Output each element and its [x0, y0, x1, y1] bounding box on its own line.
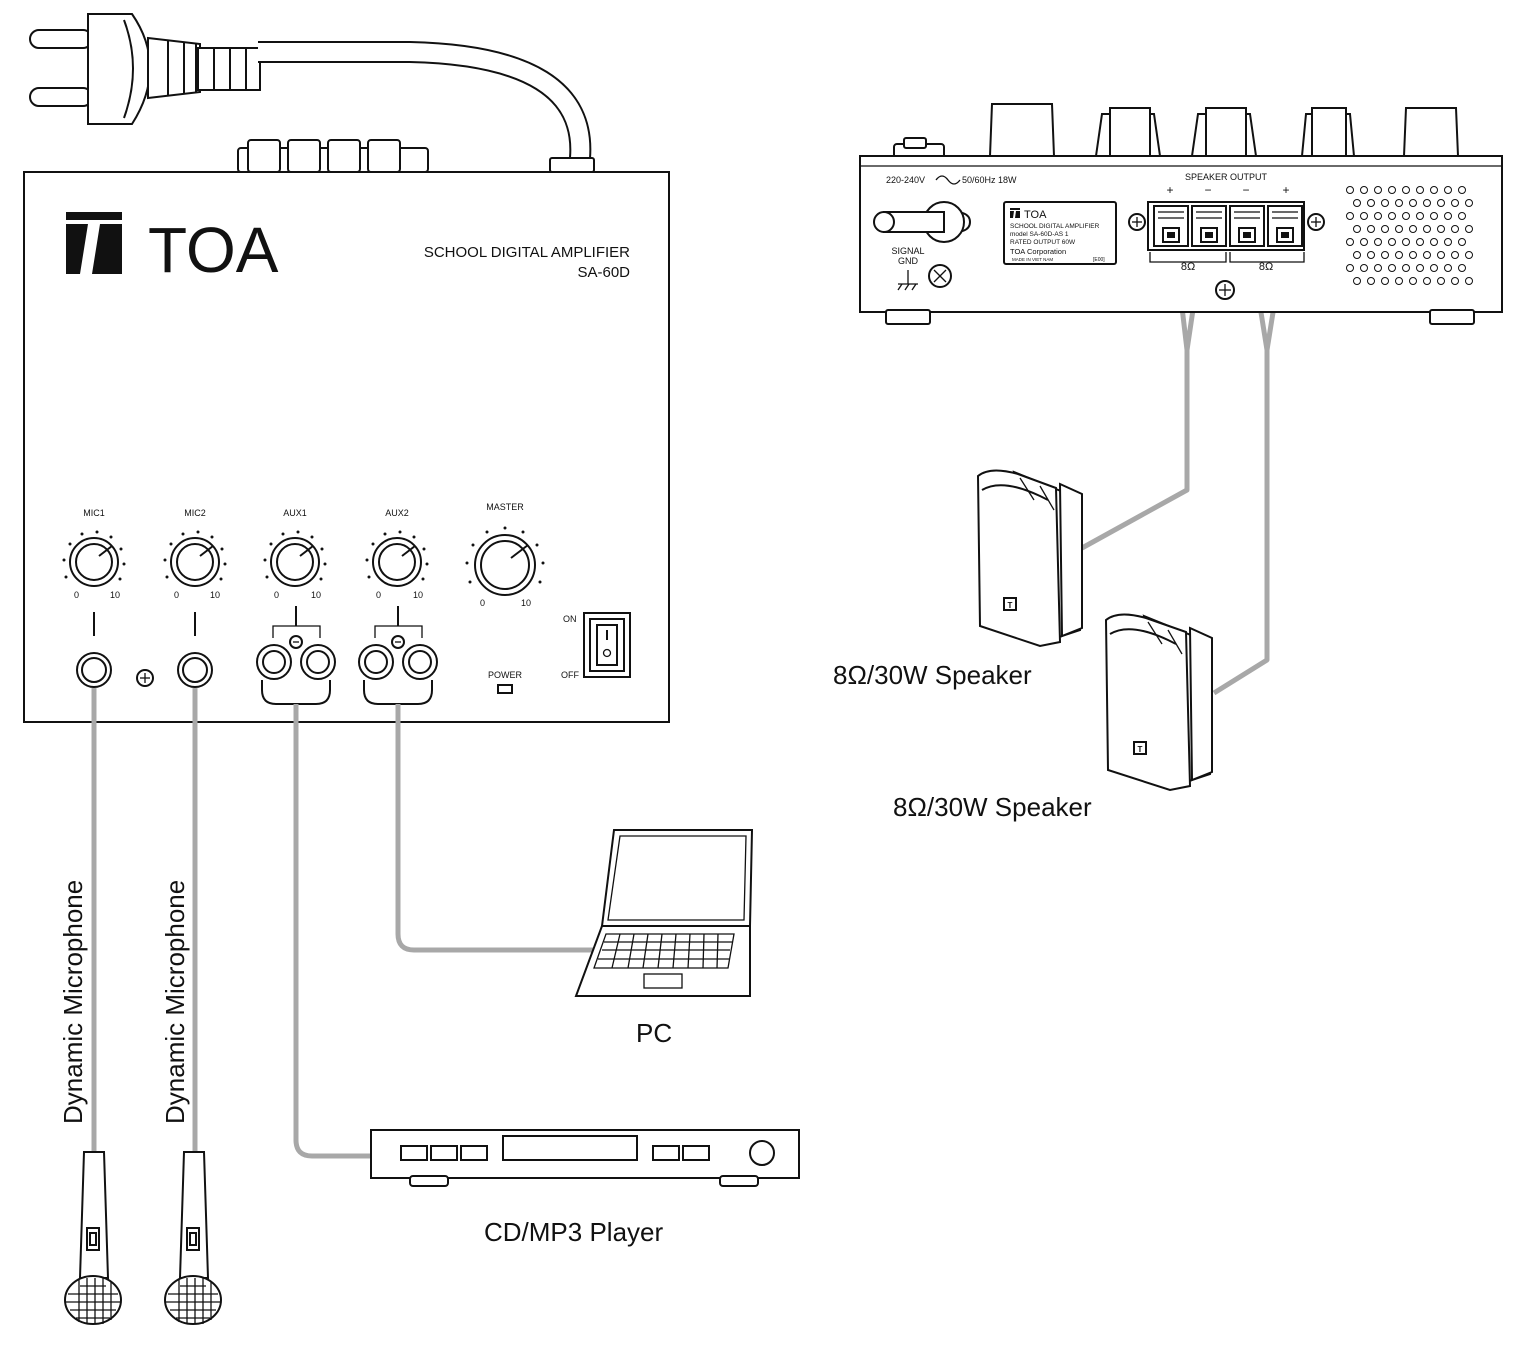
rear-nameplate: TOA SCHOOL DIGITAL AMPLIFIER model SA-60…: [1003, 201, 1117, 265]
svg-text:10: 10: [413, 590, 423, 600]
svg-text:TOA: TOA: [1024, 209, 1047, 221]
svg-text:10: 10: [110, 590, 120, 600]
toa-logo: TOA: [66, 212, 279, 286]
cd-mp3-player: [370, 1129, 800, 1187]
speaker-terminal-block[interactable]: [1147, 201, 1305, 251]
svg-text:AUX1: AUX1: [283, 508, 307, 518]
microphone-1: [64, 1151, 122, 1325]
svg-text:T: T: [1008, 601, 1013, 610]
svg-text:+: +: [1282, 183, 1289, 197]
rear-top-knobs: [893, 103, 1460, 159]
speaker2-label: 8Ω/30W Speaker: [893, 792, 1092, 822]
amplifier-front-panel: TOA SCHOOL DIGITAL AMPLIFIER SA-60D MIC1…: [23, 139, 670, 723]
svg-text:T: T: [1138, 745, 1143, 754]
svg-text:0: 0: [274, 590, 279, 600]
speaker-1: T: [976, 469, 1083, 648]
speaker2-cable: [1212, 255, 1285, 696]
gnd-screw-icon: [928, 264, 952, 288]
ground-symbol-icon: [897, 270, 918, 291]
power-switch[interactable]: [583, 612, 631, 678]
power-cord: [258, 41, 595, 173]
power-led: [497, 684, 513, 694]
power-label: POWER: [488, 670, 523, 680]
top-terminal-block: [237, 139, 429, 173]
speaker-output-label: SPEAKER OUTPUT: [1185, 172, 1268, 182]
svg-text:0: 0: [376, 590, 381, 600]
rear-cord-exit: [873, 201, 972, 243]
knob-aux2[interactable]: AUX2 0 10: [372, 508, 423, 600]
ac-symbol: [935, 175, 961, 185]
svg-text:0: 0: [74, 590, 79, 600]
svg-text:model SA-60D-AS 1: model SA-60D-AS 1: [1010, 231, 1069, 238]
knob-aux1[interactable]: AUX1 0 10: [270, 508, 321, 600]
speaker-2: T: [1104, 613, 1213, 792]
channel-markers: [93, 606, 423, 638]
switch-on-label: ON: [563, 614, 577, 624]
brand-name: TOA: [148, 214, 279, 286]
svg-text:0: 0: [174, 590, 179, 600]
knob-mic1[interactable]: MIC1 0 10: [69, 508, 120, 600]
svg-text:TOA Corporation: TOA Corporation: [1010, 247, 1066, 256]
svg-text:MADE IN VIET NAM: MADE IN VIET NAM: [1012, 257, 1053, 262]
impedance-2: 8Ω: [1259, 261, 1273, 273]
svg-text:MIC2: MIC2: [184, 508, 206, 518]
svg-text:10: 10: [311, 590, 321, 600]
screw-icon: [136, 669, 154, 687]
svg-text:SCHOOL DIGITAL AMPLIFIER: SCHOOL DIGITAL AMPLIFIER: [1010, 223, 1100, 230]
svg-text:AUX2: AUX2: [385, 508, 409, 518]
svg-text:10: 10: [521, 598, 531, 608]
microphone-2: [164, 1151, 222, 1325]
power-rating: 220-240V: [886, 175, 925, 185]
svg-text:+: +: [1166, 183, 1173, 197]
vent-grid: [1346, 186, 1473, 285]
knob-scale-dots: [62, 526, 545, 584]
impedance-1: 8Ω: [1181, 261, 1195, 273]
mic1-jack[interactable]: [76, 652, 112, 688]
mic2-label: Dynamic Microphone: [160, 880, 190, 1124]
svg-text:10: 10: [210, 590, 220, 600]
svg-text:RATED OUTPUT 60W: RATED OUTPUT 60W: [1010, 239, 1076, 246]
signal-gnd-label-2: GND: [898, 256, 919, 266]
aux2-cable: [395, 704, 596, 953]
svg-text:0: 0: [480, 598, 485, 608]
svg-text:MIC1: MIC1: [83, 508, 105, 518]
mic1-label: Dynamic Microphone: [58, 880, 88, 1124]
aux1-cable: [293, 704, 373, 1159]
signal-gnd-label-1: SIGNAL: [891, 246, 924, 256]
power-plug: [29, 13, 261, 125]
product-name: SCHOOL DIGITAL AMPLIFIER: [424, 244, 630, 261]
cd-player-label: CD/MP3 Player: [484, 1217, 663, 1247]
svg-text:MASTER: MASTER: [486, 502, 524, 512]
knob-master[interactable]: MASTER 0 10: [474, 502, 536, 608]
svg-text:−: −: [1242, 183, 1249, 197]
terminal-screw-icon: [1128, 213, 1325, 300]
laptop-pc: [574, 829, 754, 997]
amplifier-rear-panel: 220-240V 50/60Hz 18W SIGNAL GND TOA: [859, 103, 1503, 325]
knob-mic2[interactable]: MIC2 0 10: [170, 508, 220, 600]
model-number: SA-60D: [577, 264, 630, 281]
speaker1-label: 8Ω/30W Speaker: [833, 660, 1032, 690]
mic2-jack[interactable]: [177, 652, 213, 688]
svg-text:[E00]: [E00]: [1093, 257, 1105, 263]
power-rating-suffix: 50/60Hz 18W: [962, 175, 1017, 185]
svg-text:−: −: [1204, 183, 1211, 197]
pc-label: PC: [636, 1018, 672, 1048]
switch-off-label: OFF: [561, 670, 579, 680]
